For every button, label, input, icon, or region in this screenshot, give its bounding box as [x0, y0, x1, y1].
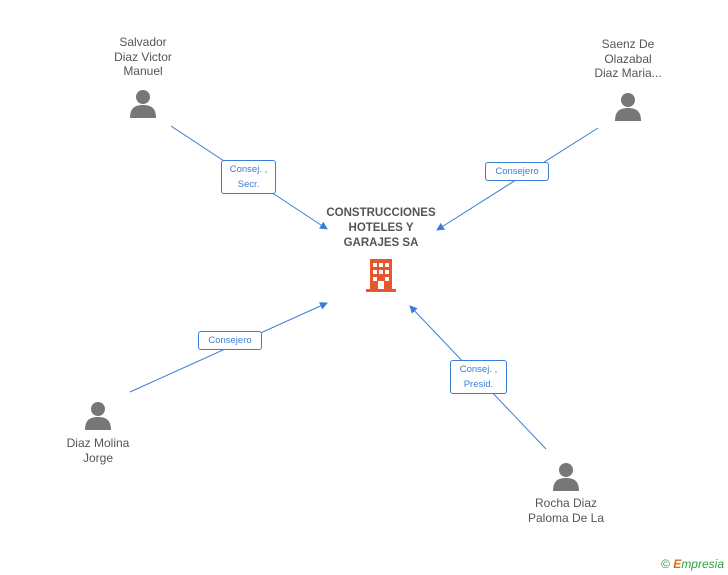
person-diaz-molina[interactable]: Diaz Molina Jorge	[28, 401, 168, 465]
person-rocha[interactable]: Rocha Diaz Paloma De La	[496, 462, 636, 525]
role-line-1: Consejero	[208, 335, 252, 346]
person-saenz[interactable]: Saenz De Olazabal Diaz Maria...	[558, 37, 698, 122]
building-icon	[366, 259, 396, 292]
role-badge-salvador[interactable]: Consej. , Secr.	[221, 160, 276, 194]
empresia-logo: © Empresia	[661, 557, 724, 571]
person-name-line-1: Saenz De	[601, 37, 655, 51]
person-name-line-1: Salvador	[119, 35, 167, 49]
person-icon	[85, 402, 111, 430]
role-line-2: Presid.	[463, 379, 494, 390]
person-name-line-1: Diaz Molina	[66, 436, 130, 450]
person-name-line-2: Jorge	[82, 450, 114, 465]
person-name-line-3: Diaz Maria...	[594, 66, 662, 80]
role-badge-rocha[interactable]: Consej. , Presid.	[450, 360, 507, 394]
role-badge-diaz-molina[interactable]: Consejero	[198, 331, 262, 350]
person-salvador[interactable]: Salvador Diaz Victor Manuel	[73, 35, 213, 119]
person-icon	[553, 463, 579, 491]
person-name-line-2: Diaz Victor	[114, 49, 172, 64]
role-line-2: Secr.	[237, 179, 260, 190]
company-name-line-1: CONSTRUCCIONES	[326, 207, 436, 219]
copyright-symbol: ©	[661, 557, 670, 571]
role-badge-saenz[interactable]: Consejero	[485, 162, 549, 181]
role-line-1: Consejero	[495, 166, 539, 177]
person-name-line-2: Paloma De La	[527, 510, 605, 525]
person-icon	[615, 92, 641, 121]
role-line-1: Consej. ,	[229, 164, 268, 175]
person-name-line-2: Olazabal	[604, 51, 652, 66]
person-icon	[130, 89, 156, 118]
person-name-line-3: Manuel	[123, 64, 163, 78]
role-line-1: Consej. ,	[459, 364, 498, 375]
company-node[interactable]: CONSTRUCCIONES HOTELES Y GARAJES SA	[311, 206, 451, 293]
brand-name: Empresia	[673, 557, 724, 571]
company-name-line-2: HOTELES Y	[348, 222, 414, 234]
person-name-line-1: Rocha Diaz	[534, 496, 598, 510]
company-name-line-3: GARAJES SA	[343, 237, 419, 249]
